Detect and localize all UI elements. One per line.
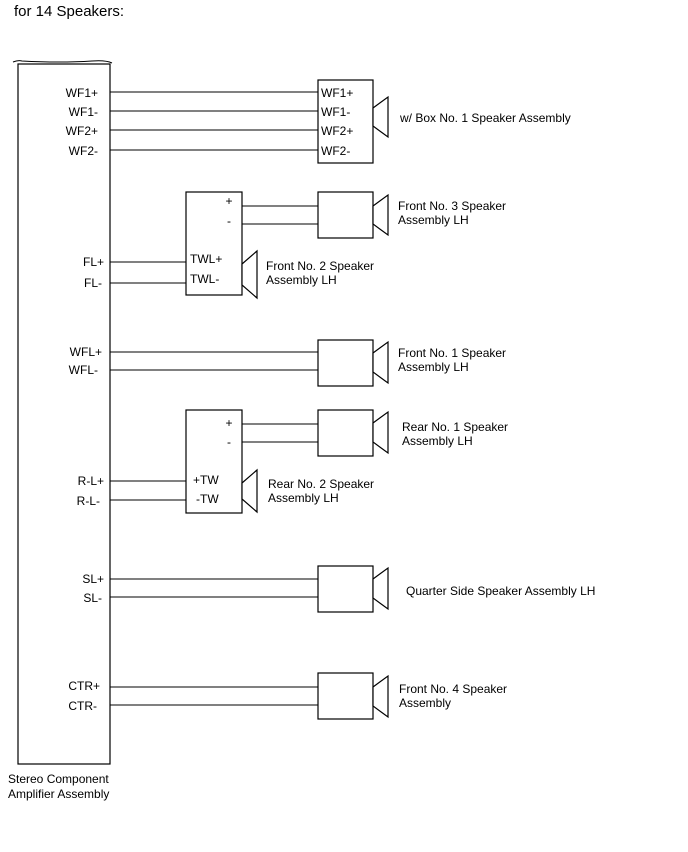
tweeter-label-front-no2-line1: Front No. 2 Speaker — [266, 259, 374, 273]
group-rl: + - +TW -TW Rear No. 1 Speaker Assembly … — [77, 409, 508, 514]
pin-wf2-plus: WF2+ — [66, 124, 98, 138]
terminal-wf2-minus: WF2- — [321, 144, 350, 158]
tweeter-cone-icon — [241, 249, 258, 300]
pin-ctr-minus: CTR- — [68, 699, 97, 713]
speaker-label-front-no1-line2: Assembly LH — [398, 360, 469, 374]
speaker-label-front-no1-line1: Front No. 1 Speaker — [398, 346, 506, 360]
pin-sl-plus: SL+ — [82, 572, 104, 586]
speaker-label-quarter-side: Quarter Side Speaker Assembly LH — [406, 584, 595, 598]
group-sl: SL+ SL- Quarter Side Speaker Assembly LH — [82, 565, 595, 613]
speaker-box-rear-no1 — [317, 409, 374, 457]
network-in-plus-rl: +TW — [193, 473, 219, 487]
tweeter-label-rear-no2-line2: Assembly LH — [268, 491, 339, 505]
network-out-minus-fl: - — [227, 214, 231, 228]
speaker-cone-icon — [372, 95, 389, 139]
network-box-fl — [185, 191, 243, 296]
network-in-minus-fl: TWL- — [190, 272, 219, 286]
network-out-plus-rl: + — [225, 416, 232, 430]
speaker-box-front-no4 — [317, 672, 374, 720]
speaker-label-wf: w/ Box No. 1 Speaker Assembly — [399, 111, 571, 125]
group-wfl: WFL+ WFL- Front No. 1 Speaker Assembly L… — [69, 339, 506, 387]
network-out-plus-fl: + — [225, 194, 232, 208]
pin-wfl-plus: WFL+ — [70, 345, 102, 359]
tweeter-label-rear-no2-line1: Rear No. 2 Speaker — [268, 477, 374, 491]
speaker-label-front-no3-line2: Assembly LH — [398, 213, 469, 227]
speaker-box-front-no3 — [317, 191, 374, 239]
tweeter-label-front-no2-line2: Assembly LH — [266, 273, 337, 287]
pin-rl-plus: R-L+ — [78, 474, 104, 488]
box-speaker-connector — [317, 79, 374, 164]
network-out-minus-rl: - — [227, 435, 231, 449]
pin-ctr-plus: CTR+ — [68, 679, 100, 693]
terminal-wf1-plus: WF1+ — [321, 86, 353, 100]
pin-wfl-minus: WFL- — [69, 363, 98, 377]
group-wf: WF1+ WF1- WF2+ WF2- WF1+ WF1- WF2+ WF2- … — [66, 79, 571, 164]
terminal-wf1-minus: WF1- — [321, 105, 350, 119]
terminal-wf2-plus: WF2+ — [321, 124, 353, 138]
speaker-label-front-no4-line1: Front No. 4 Speaker — [399, 682, 507, 696]
pin-sl-minus: SL- — [83, 591, 102, 605]
speaker-label-rear-no1-line2: Assembly LH — [402, 434, 473, 448]
group-fl: + - TWL+ TWL- Front No. 3 Speaker Assemb… — [83, 191, 506, 300]
speaker-cone-icon — [372, 674, 389, 719]
speaker-cone-icon — [372, 340, 389, 385]
amplifier-label-line1: Stereo Component — [8, 772, 109, 786]
group-ctr: CTR+ CTR- Front No. 4 Speaker Assembly — [68, 672, 507, 720]
network-in-minus-rl: -TW — [196, 492, 219, 506]
network-in-plus-fl: TWL+ — [190, 252, 222, 266]
speaker-cone-icon — [372, 193, 389, 237]
pin-rl-minus: R-L- — [77, 494, 100, 508]
network-box-rl — [185, 409, 243, 514]
pin-wf1-minus: WF1- — [69, 105, 98, 119]
speaker-box-front-no1 — [317, 339, 374, 387]
amplifier-body — [17, 63, 111, 765]
pin-wf2-minus: WF2- — [69, 144, 98, 158]
tweeter-cone-icon — [241, 468, 258, 514]
amplifier-label-line2: Amplifier Assembly — [8, 787, 109, 801]
speaker-label-rear-no1-line1: Rear No. 1 Speaker — [402, 420, 508, 434]
speaker-cone-icon — [372, 410, 389, 455]
speaker-box-quarter-side — [317, 565, 374, 613]
amplifier-break-edge — [12, 60, 113, 64]
amplifier-block: Stereo Component Amplifier Assembly — [8, 60, 113, 801]
speaker-cone-icon — [372, 566, 389, 611]
pin-fl-minus: FL- — [84, 276, 102, 290]
speaker-label-front-no4-line2: Assembly — [399, 696, 451, 710]
pin-wf1-plus: WF1+ — [66, 86, 98, 100]
speaker-label-front-no3-line1: Front No. 3 Speaker — [398, 199, 506, 213]
pin-fl-plus: FL+ — [83, 255, 104, 269]
diagram-title: for 14 Speakers: — [14, 3, 124, 20]
